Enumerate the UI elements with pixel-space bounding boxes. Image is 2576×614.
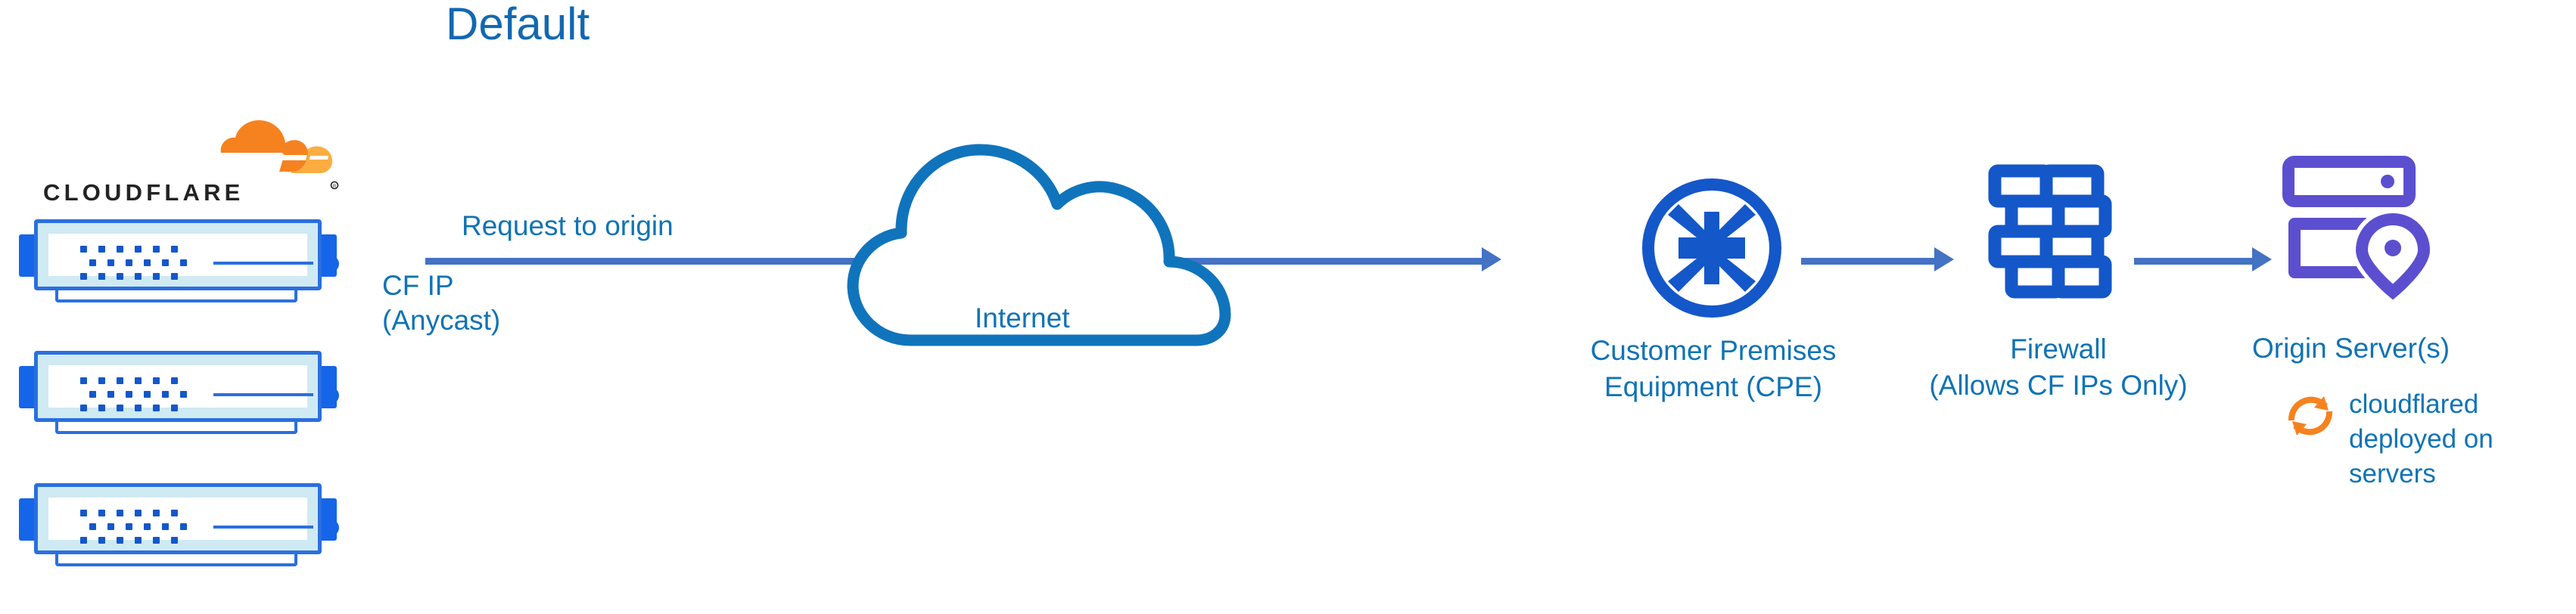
cpe-line2: Equipment (CPE) xyxy=(1604,371,1822,402)
cloudflare-logo: CLOUDFLARE R xyxy=(19,117,352,205)
switch-indicator-line xyxy=(213,526,313,529)
firewall-line1: Firewall xyxy=(2010,333,2107,364)
connector-firewall-to-origin xyxy=(2134,258,2255,265)
brick-wall-icon[interactable] xyxy=(1972,156,2123,307)
svg-text:R: R xyxy=(333,185,337,189)
connector-cpe-to-firewall-arrowhead xyxy=(1934,247,1954,271)
page-title: Default xyxy=(446,0,590,49)
firewall-label: Firewall (Allows CF IPs Only) xyxy=(1899,331,2217,404)
cloudflare-wordmark: CLOUDFLARE R xyxy=(43,179,339,205)
sync-refresh-icon xyxy=(2288,396,2333,436)
server-stack-location-pin-icon[interactable] xyxy=(2279,151,2446,302)
switch-status-led xyxy=(322,387,339,404)
cloudflare-cloud-logo-icon xyxy=(220,120,333,173)
switch-base xyxy=(55,551,297,566)
cloudflared-line3: servers xyxy=(2349,459,2436,488)
switch-status-led xyxy=(322,256,339,272)
switch-indicator-line xyxy=(213,262,313,265)
switch-status-led xyxy=(322,519,339,536)
cloudflared-line2: deployed on xyxy=(2349,424,2494,454)
switch-face xyxy=(48,498,339,544)
switch-indicator-line xyxy=(213,393,313,396)
switch-body xyxy=(34,351,339,422)
network-switch-icon[interactable] xyxy=(19,482,339,566)
internet-label: Internet xyxy=(975,302,1070,333)
network-switch-icon[interactable] xyxy=(19,349,339,434)
switch-body xyxy=(34,483,339,554)
svg-text:CLOUDFLARE: CLOUDFLARE xyxy=(43,179,244,205)
cloud-outline-icon xyxy=(847,144,1231,346)
cpe-line1: Customer Premises xyxy=(1590,335,1837,366)
cloudflared-note: cloudflared deployed on servers xyxy=(2349,387,2494,492)
network-switch-icon[interactable] xyxy=(19,218,339,302)
switch-body xyxy=(34,219,339,290)
cloudflared-line1: cloudflared xyxy=(2349,389,2479,419)
switch-base xyxy=(55,419,297,434)
cf-ip-line2: (Anycast) xyxy=(382,305,501,336)
connector-firewall-to-origin-arrowhead xyxy=(2252,247,2272,271)
cf-ip-anycast-label: CF IP (Anycast) xyxy=(382,268,500,338)
cf-ip-line1: CF IP xyxy=(382,270,454,301)
firewall-line2: (Allows CF IPs Only) xyxy=(1929,370,2188,401)
switch-face xyxy=(48,234,339,280)
switch-base xyxy=(55,287,297,302)
switch-face xyxy=(48,365,339,411)
connector-cf-to-cpe-arrowhead xyxy=(1482,247,1501,271)
connector-cpe-to-firewall xyxy=(1801,258,1937,265)
router-converge-arrows-icon[interactable] xyxy=(1636,172,1787,324)
request-to-origin-label: Request to origin xyxy=(462,210,674,241)
origin-server-label: Origin Server(s) xyxy=(2252,333,2450,364)
